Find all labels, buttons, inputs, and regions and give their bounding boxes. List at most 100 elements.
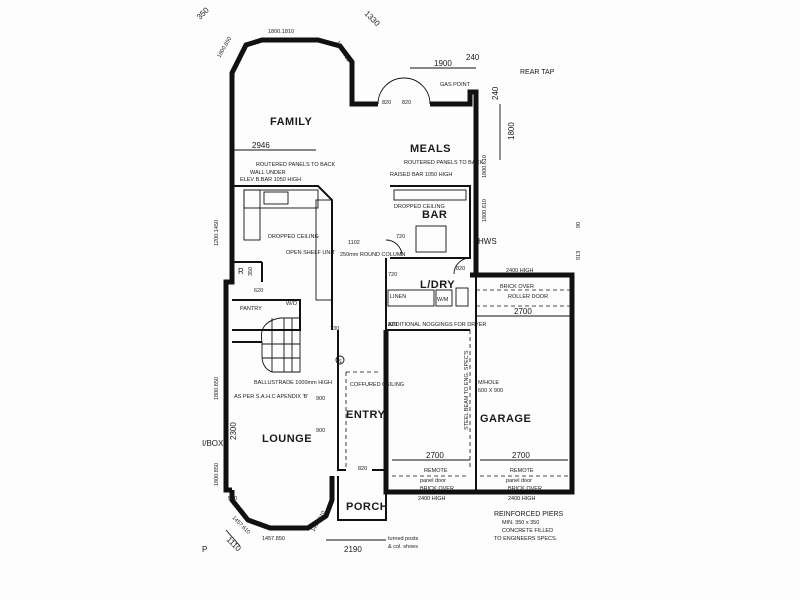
note-col-shoes: & col. shoes xyxy=(388,544,418,550)
dim-900a: 900 xyxy=(316,396,325,402)
dim-620: 620 xyxy=(254,288,263,294)
dim-1457-850: 1457.850 xyxy=(262,536,285,542)
room-meals: MEALS xyxy=(410,143,451,155)
ldry-wall xyxy=(385,258,470,331)
dim-1457-610b: 1457.610 xyxy=(311,510,328,533)
dim-730: 730 xyxy=(330,326,339,332)
porch-wall xyxy=(337,476,387,521)
door-arc-1 xyxy=(377,77,405,105)
dim-2190: 2190 xyxy=(344,545,362,554)
note-wall-under: WALL UNDER xyxy=(250,170,286,176)
dim-w1800-610b: 1800.610 xyxy=(482,199,488,222)
note-routered-1: ROUTERED PANELS TO BACK xyxy=(256,162,335,168)
dim-240b: 240 xyxy=(491,86,500,100)
dim-820e: 820 xyxy=(358,466,367,472)
dim-w1800-610a: 1800.610 xyxy=(482,155,488,178)
dim-900b: 900 xyxy=(316,428,325,434)
kitchen-bench-right xyxy=(315,199,333,301)
room-pantry: PANTRY xyxy=(240,306,262,312)
room-wo: W/O xyxy=(286,301,298,307)
dim-820a: 820 xyxy=(382,100,391,106)
dim-350b: 350 xyxy=(248,267,254,276)
door-arc-3 xyxy=(453,257,471,275)
note-roller-door: ROLLER DOOR xyxy=(508,294,548,300)
note-additional: ADDITIONAL NOGGINGS FOR DRYER xyxy=(388,322,486,328)
dim-2300: 2300 xyxy=(229,422,238,440)
label-hws: HWS xyxy=(478,237,497,246)
note-brick-over-top: BRICK OVER xyxy=(500,284,534,290)
laundry-bench xyxy=(387,289,435,307)
note-brick-over-r: BRICK OVER xyxy=(508,486,542,492)
dim-manhole-size: 600 X 900 xyxy=(478,388,503,394)
note-column: 250mm ROUND COLUMN xyxy=(340,252,405,258)
note-concrete: CONCRETE FILLED xyxy=(502,528,553,534)
dim-w1800-850: 1800.850 xyxy=(214,377,220,400)
room-lounge: LOUNGE xyxy=(262,433,312,445)
bar-bench xyxy=(393,189,467,201)
dim-1102: 1102 xyxy=(348,240,360,246)
note-p: P xyxy=(202,545,207,554)
kitchen-bench-top xyxy=(243,189,319,209)
garage-wall xyxy=(470,272,575,495)
note-gas-point: GAS POINT xyxy=(440,82,471,88)
dim-2400-high-l: 2400 HIGH xyxy=(418,496,446,502)
dim-line-1110 xyxy=(225,529,241,547)
dim-2700-l: 2700 xyxy=(426,451,444,460)
label-s: S xyxy=(338,359,342,365)
dim-2400-high-top: 2400 HIGH xyxy=(506,268,534,274)
dim-913: 913 xyxy=(576,251,582,260)
dim-1800: 1800 xyxy=(507,122,516,140)
note-routered-2: ROUTERED PANELS TO BACK xyxy=(404,160,483,166)
room-r: R xyxy=(238,267,244,276)
dim-240a: 240 xyxy=(466,53,480,62)
note-as-per: AS PER S.A.H.C APENDIX 'B' xyxy=(234,394,308,400)
note-elev-bar: ELEV B.BAR 1050 HIGH xyxy=(240,177,301,183)
note-remote-r: REMOTE xyxy=(510,468,534,474)
note-dropped-ceiling-kitchen: DROPPED CEILING xyxy=(268,234,319,240)
dim-720a: 720 xyxy=(396,234,405,240)
dim-1330: 1330 xyxy=(363,9,382,28)
note-dropped-ceiling-bar: DROPPED CEILING xyxy=(394,204,445,210)
note-reinforced: REINFORCED PIERS xyxy=(494,511,564,518)
room-wm: W/M xyxy=(437,297,449,303)
dim-820b: 820 xyxy=(402,100,411,106)
note-coffured: COFFURED CEILING xyxy=(350,382,404,388)
room-entry: ENTRY xyxy=(346,409,386,421)
room-family: FAMILY xyxy=(270,116,312,128)
note-open-shelf: OPEN SHELF UNIT xyxy=(286,250,336,256)
bar-wall xyxy=(390,185,471,259)
dim-bay-right: 1800.850 xyxy=(334,40,351,63)
dim-2700-top: 2700 xyxy=(514,307,532,316)
note-steel-beam: STEEL BEAM TO ENG. SPEC'S xyxy=(464,350,470,430)
room-porch: PORCH xyxy=(346,501,388,513)
dim-820c: 820 xyxy=(456,266,465,272)
note-rear-tap: REAR TAP xyxy=(520,69,555,76)
smoke-detector xyxy=(335,355,345,365)
room-garage: GARAGE xyxy=(480,413,531,425)
laundry-tub xyxy=(455,287,469,307)
note-dbox: I/BOX xyxy=(202,439,224,448)
dim-720b: 720 xyxy=(388,272,397,278)
dim-2400-high-r: 2400 HIGH xyxy=(508,496,536,502)
entry-wall xyxy=(337,330,346,471)
kitchen-sink xyxy=(263,191,289,205)
note-panel-door-r: panel door xyxy=(506,478,532,484)
note-remote-l: REMOTE xyxy=(424,468,448,474)
dim-570: 570 xyxy=(228,496,237,502)
note-linen: LINEN xyxy=(390,294,406,300)
door-arc-4 xyxy=(385,239,403,257)
note-panel-door-l: panel door xyxy=(420,478,446,484)
stair xyxy=(260,317,301,373)
lounge-bay-wall xyxy=(229,476,335,531)
dim-2946: 2946 xyxy=(252,141,270,150)
dim-bay-left: 1800.850 xyxy=(217,36,234,59)
note-brick-over-l: BRICK OVER xyxy=(420,486,454,492)
dim-2700-r: 2700 xyxy=(512,451,530,460)
dim-820d: 820 xyxy=(388,322,397,328)
dim-w1800-850b: 1800.850 xyxy=(214,463,220,486)
door-arc-2 xyxy=(403,77,431,105)
note-ballustrade: BALLUSTRADE 1000mm HIGH xyxy=(254,380,332,386)
dim-w1200-1450: 1200.1450 xyxy=(214,220,220,246)
room-ldry: L/DRY xyxy=(420,279,455,291)
